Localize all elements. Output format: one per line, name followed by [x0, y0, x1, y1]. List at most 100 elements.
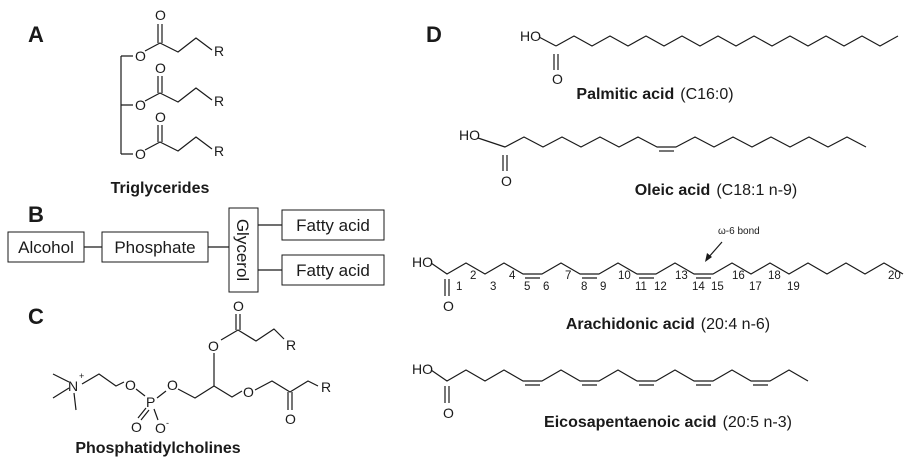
palmitic-notation: (C16:0): [680, 86, 733, 103]
p-o-minus-bond: [153, 408, 159, 421]
carbon-number: 8: [581, 281, 587, 293]
oleic-notation: (C18:1 n-9): [716, 182, 797, 199]
carbonyl-bond-3: [157, 125, 163, 142]
carbon-number: 14: [692, 281, 705, 293]
phosphatidylcholine-structure: N + O P O O O - O O R O O R: [52, 298, 331, 436]
phosphate-anion-oxygen: O: [155, 420, 166, 436]
oleic-caption: Oleic acid (C18:1 n-9): [635, 182, 798, 199]
carbon-number: 15: [711, 281, 724, 293]
sn1-ester-oxygen: O: [243, 384, 254, 400]
ester-bond-2: [121, 87, 213, 106]
triglyceride-structure: O O R O O R O O R: [120, 7, 224, 162]
epa-carbonyl-oxygen: O: [443, 405, 454, 421]
omega6-arrowhead: [705, 253, 712, 262]
palmitic-name: Palmitic acid: [576, 86, 674, 103]
triglycerides-caption: Triglycerides: [111, 180, 210, 197]
sn1-acyl-chain: [254, 380, 319, 393]
arachidonic-carboxyl-bond: [444, 279, 450, 296]
panel-a-label: A: [28, 22, 44, 47]
r-group-sn1: R: [321, 379, 331, 395]
fatty-acid-box-2: [281, 254, 385, 286]
sn2-carbonyl-oxygen: O: [233, 298, 244, 314]
phosphatidylcholines-caption: Phosphatidylcholines: [75, 440, 240, 457]
carbon-numbering: 1 2 3 4 5 6 7 8 9 10 11 12 13 14 15 16 1…: [456, 270, 901, 293]
fatty-acid-box-1: [281, 209, 385, 241]
oleic-carbonyl-oxygen: O: [501, 173, 512, 189]
phosphate-charge: -: [166, 418, 169, 428]
palmitic-caption: Palmitic acid (C16:0): [576, 86, 733, 103]
oleic-name: Oleic acid: [635, 182, 711, 199]
arachidonic-carbonyl-oxygen: O: [443, 298, 454, 314]
ester-bond-3: [121, 136, 213, 155]
sn2-acyl-chain: [220, 328, 285, 342]
p-o-bond-right: [156, 390, 167, 399]
nitrogen-atom: N: [68, 378, 78, 394]
oleic-carboxyl-bond: [502, 155, 508, 171]
o-p-bond-left: [135, 388, 146, 397]
epa-caption: Eicosapentaenoic acid (20:5 n-3): [544, 414, 792, 431]
arachidonic-name: Arachidonic acid: [566, 316, 695, 333]
methyl-bonds: [52, 373, 77, 411]
fatty-acid-label-1: Fatty acid: [296, 216, 370, 235]
sn2-ester-oxygen: O: [208, 338, 219, 354]
ester-oxygen-3: O: [135, 146, 146, 162]
palmitic-carbonyl-oxygen: O: [552, 71, 563, 87]
epa-carboxyl-bond: [444, 386, 450, 403]
arachidonic-hydroxyl: HO: [412, 254, 433, 270]
carbon-number: 12: [654, 281, 667, 293]
choline-oxygen: O: [125, 377, 136, 393]
carbon-number: 11: [635, 281, 647, 293]
epa-chain: [430, 369, 809, 382]
ester-bond-1: [121, 37, 213, 57]
phospholipid-block-diagram: Alcohol Phosphate Glycerol Fatty acid Fa…: [7, 207, 385, 293]
nitrogen-charge: +: [79, 371, 84, 381]
carbonyl-oxygen-1: O: [155, 7, 166, 23]
alcohol-box: [7, 231, 85, 263]
glycerol-label: Glycerol: [233, 219, 252, 281]
omega6-annotation: ω-6 bond: [718, 226, 760, 237]
epa-notation: (20:5 n-3): [723, 414, 792, 431]
carbon-number: 13: [675, 270, 688, 282]
palmitic-zigzag: [555, 35, 899, 47]
carbon-number: 16: [732, 270, 745, 282]
carbon-number: 2: [470, 270, 476, 282]
r-group-sn2: R: [286, 337, 296, 353]
carbonyl-oxygen-3: O: [155, 109, 166, 125]
carbonyl-oxygen-2: O: [155, 60, 166, 76]
choline-chain: [81, 373, 125, 387]
carbon-number: 3: [490, 281, 496, 293]
epa-name: Eicosapentaenoic acid: [544, 414, 717, 431]
phosphate-label: Phosphate: [114, 238, 195, 257]
eicosapentaenoic-acid: HO O Eicosapentaenoic acid (20:5 n-3): [412, 361, 809, 431]
palmitic-acid: HO O Palmitic acid (C16:0): [520, 28, 899, 103]
phosphate-double-oxygen: O: [131, 419, 142, 435]
carbon-number: 4: [509, 270, 516, 282]
epa-hydroxyl: HO: [412, 361, 433, 377]
p-double-o-bond: [137, 407, 150, 421]
panel-d-label: D: [426, 22, 442, 47]
phosphate-ester-oxygen: O: [167, 377, 178, 393]
glycerol-chain: [177, 385, 243, 399]
oleic-chain: [477, 136, 867, 148]
panel-b-label: B: [28, 202, 44, 227]
carbon-number: 17: [749, 281, 762, 293]
sn1-carbonyl-bond: [287, 392, 293, 410]
palmitic-hydroxyl: HO: [520, 28, 541, 44]
carbon-number: 7: [565, 270, 571, 282]
carbon-number: 20: [888, 270, 901, 282]
arachidonic-caption: Arachidonic acid(20:4 n-6): [566, 316, 770, 333]
arachidonic-chain: [430, 262, 904, 275]
carbon-number: 5: [524, 281, 530, 293]
carbonyl-bond-2: [157, 76, 163, 93]
alcohol-label: Alcohol: [18, 238, 74, 257]
palmitic-chain: [538, 36, 557, 47]
arachidonic-acid: HO O ω-6 bond 1 2 3 4 5 6 7 8 9 10 11 12…: [412, 226, 904, 333]
sn2-carbonyl-bond: [235, 314, 241, 330]
carbon-number: 19: [787, 281, 800, 293]
carbon-number: 1: [456, 281, 462, 293]
ester-oxygen-1: O: [135, 48, 146, 64]
r-group-1: R: [214, 43, 224, 59]
ester-oxygen-2: O: [135, 97, 146, 113]
r-group-2: R: [214, 93, 224, 109]
